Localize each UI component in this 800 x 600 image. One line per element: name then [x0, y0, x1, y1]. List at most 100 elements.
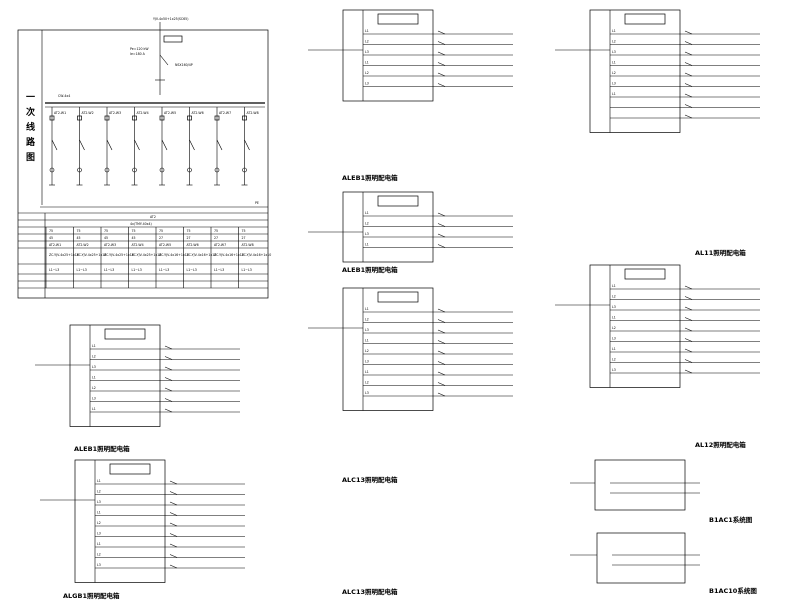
feeder-cable: ZC-YJV-4x16+1x10	[187, 253, 217, 257]
panel-row-phase: L1	[365, 339, 369, 343]
panel-row-phase: L3	[612, 305, 616, 309]
caption-aleb1-a: ALEB1照明配电箱	[342, 173, 398, 182]
feeder-code: AT2-W7	[219, 111, 231, 115]
feeder-power: 45	[49, 236, 53, 240]
main-breaker-label: NSX160/4P	[175, 63, 193, 67]
panel-row-phase: L1	[97, 479, 101, 483]
panel-row-phase: L1	[365, 243, 369, 247]
feeder-cable: ZC-YJV-4x16+1x10	[242, 253, 272, 257]
panel-row-phase: L2	[92, 386, 96, 390]
main-feeder: AT2-W7	[214, 107, 231, 186]
panel-row-phase: L2	[612, 71, 616, 75]
feeder-code: AT2-W6	[192, 111, 204, 115]
feeder-code-cell: AT2-W4	[132, 243, 144, 247]
feeder-phase: L1~L3	[132, 268, 142, 272]
incoming-cable-label: YJV-4x50+1x25(SC65)	[153, 17, 188, 21]
b1ac-systems	[570, 459, 700, 584]
feeder-current: 75	[132, 229, 136, 233]
main-frame	[17, 29, 269, 299]
main-feeder: AT2-W4	[131, 107, 149, 186]
panel-row-phase: L1	[97, 542, 101, 546]
main-feeder: AT2-W2	[76, 107, 94, 186]
panel-row-phase: L2	[365, 222, 369, 226]
panel-row-phase: L1	[612, 316, 616, 320]
feeder-phase: L1~L3	[187, 268, 197, 272]
panel-row-phase: L3	[97, 563, 101, 567]
caption-aleb1-b: ALEB1照明配电箱	[342, 265, 398, 274]
panel-row-phase: L3	[612, 50, 616, 54]
feeder-phase: L1~L3	[49, 268, 59, 272]
feeder-phase: L1~L3	[77, 268, 87, 272]
panel-row-phase: L2	[97, 490, 101, 494]
svg-text:线: 线	[26, 121, 35, 133]
caption-aleb1-c: ALEB1照明配电箱	[74, 444, 130, 453]
feeder-cable: ZC-YJV-4x25+1x16	[132, 253, 162, 257]
panel-row-phase: L3	[97, 532, 101, 536]
svg-text:路: 路	[26, 136, 36, 148]
panel-row-phase: L2	[365, 40, 369, 44]
feeder-power: 45	[77, 236, 81, 240]
panel-row-phase: L2	[612, 358, 616, 362]
panel-row-phase: L3	[365, 232, 369, 236]
feeder-cable: ZC-YJV-4x16+1x10	[159, 253, 189, 257]
caption-algb1: ALGB1照明配电箱	[63, 591, 120, 600]
caption-alc13-b: ALC13照明配电箱	[342, 587, 398, 596]
feeder-current: 75	[187, 229, 191, 233]
panel-row-phase: L2	[365, 71, 369, 75]
feeder-code-cell: AT2-W2	[77, 243, 89, 247]
feeder-code: AT2-W4	[137, 111, 149, 115]
panel-row-phase: L3	[612, 337, 616, 341]
svg-text:CW-4x4: CW-4x4	[58, 94, 70, 98]
panel-row-phase: L2	[97, 521, 101, 525]
main-feeder: AT2-W3	[104, 107, 121, 186]
feeder-current: 75	[159, 229, 163, 233]
main-feeder: AT2-W6	[186, 107, 204, 186]
panel-row-phase: L2	[365, 318, 369, 322]
panel-row-phase: L1	[612, 347, 616, 351]
main-one-line-diagram: 一 次 线 路 图 YJV-4x50+1x25(SC65) NSX160/4P …	[17, 17, 272, 299]
feeder-cable: ZC-YJV-4x25+1x16	[49, 253, 79, 257]
panel-row-phase: L2	[92, 355, 96, 359]
feeder-current: 75	[104, 229, 108, 233]
caption-al11: AL11照明配电箱	[695, 248, 746, 257]
caption-alc13-a: ALC13照明配电箱	[342, 475, 398, 484]
panel-row-phase: L1	[365, 61, 369, 65]
main-table-columns: 7545AT2-W1ZC-YJV-4x25+1x16L1~L37545AT2-W…	[45, 227, 272, 288]
bus-rating: 4x(TMY-40x4)	[130, 222, 152, 226]
feeder-current: 75	[77, 229, 81, 233]
feeder-phase: L1~L3	[214, 268, 224, 272]
panel-row-phase: L1	[92, 376, 96, 380]
svg-text:Pe=120 kW: Pe=120 kW	[130, 47, 149, 51]
feeder-power: 27	[159, 236, 163, 240]
feeder-current: 75	[49, 229, 53, 233]
svg-text:图: 图	[26, 152, 35, 163]
panel-row-phase: L3	[612, 368, 616, 372]
feeder-power: 45	[104, 236, 108, 240]
feeder-code-cell: AT2-W8	[242, 243, 254, 247]
panel-row-phase: L2	[612, 326, 616, 330]
feeder-code: AT2-W8	[247, 111, 259, 115]
panel-row-phase: L2	[612, 40, 616, 44]
feeder-code: AT2-W2	[82, 111, 94, 115]
feeder-code-cell: AT2-W6	[187, 243, 199, 247]
feeder-power: 27	[242, 236, 246, 240]
caption-b1ac1: B1AC1系统图	[709, 515, 753, 524]
svg-text:一: 一	[26, 93, 35, 103]
feeder-current: 75	[242, 229, 246, 233]
feeder-code-cell: AT2-W7	[214, 243, 226, 247]
panel-row-phase: L1	[365, 29, 369, 33]
panel-row-phase: L3	[365, 391, 369, 395]
panel-row-phase: L1	[92, 407, 96, 411]
svg-text:Ie=180 A: Ie=180 A	[130, 52, 146, 56]
caption-b1ac10: B1AC10系统图	[709, 586, 757, 595]
feeder-phase: L1~L3	[104, 268, 114, 272]
feeder-code-cell: AT2-W5	[159, 243, 171, 247]
